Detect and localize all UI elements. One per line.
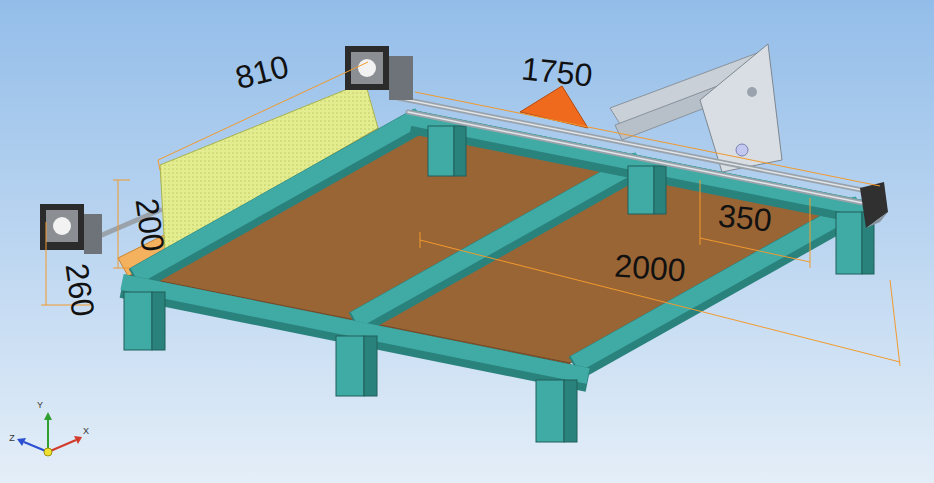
dimension-lines [415,92,880,186]
axis-triad [74,436,82,444]
motors [40,204,84,250]
axis-triad [47,418,49,452]
legs [336,336,364,396]
long-beams [122,118,872,380]
dimension-lines [113,180,130,181]
dimension-lines [46,222,47,305]
dimension-lines [420,232,421,248]
axis-label: Z [9,434,15,443]
dimension-lines [890,280,900,366]
gantry [736,144,748,156]
motors [389,56,413,100]
dimension-lines [810,198,811,268]
cross-beams [135,116,860,368]
legs [152,292,165,350]
rails [398,98,872,192]
dimension-lines [113,268,130,269]
axis-triad [17,412,82,456]
legs [454,126,466,176]
dimension-text: 1750 [520,52,594,91]
legs [124,292,152,350]
dimension-lines [420,240,900,362]
gantry [747,87,757,97]
legs [836,212,862,274]
axis-label: Y [37,401,43,410]
legs [564,380,577,442]
motors [860,182,888,228]
rails [408,112,868,204]
dimension-lines [158,160,160,170]
legs [428,126,454,176]
legs [654,166,666,214]
dimension-lines [118,180,119,268]
motors [53,217,71,235]
axis-triad [44,448,52,456]
motors [345,46,389,90]
legs [124,126,874,442]
rails [398,98,872,192]
dimension-text: 350 [717,199,773,236]
dimension-lines [700,238,810,262]
axis-triad [48,440,76,452]
dimension-text: 200 [130,196,169,253]
cross-beams [135,116,420,276]
axis-triad [17,438,26,446]
dimension-lines [700,180,701,245]
motors [866,212,888,228]
motors [40,46,888,254]
gantry [700,44,782,172]
dimension-lines [41,62,900,366]
motors [84,214,102,254]
motors [358,59,376,77]
motors [46,210,78,242]
dimension-text: 260 [60,261,99,318]
dimension-text: 2000 [613,250,686,287]
axis-label: X [83,427,89,436]
legs [628,166,654,214]
rails [95,98,872,238]
legs [364,336,377,396]
axis-triad [44,412,52,420]
legs [536,380,564,442]
rails [408,112,868,204]
cross-beams [355,160,640,320]
